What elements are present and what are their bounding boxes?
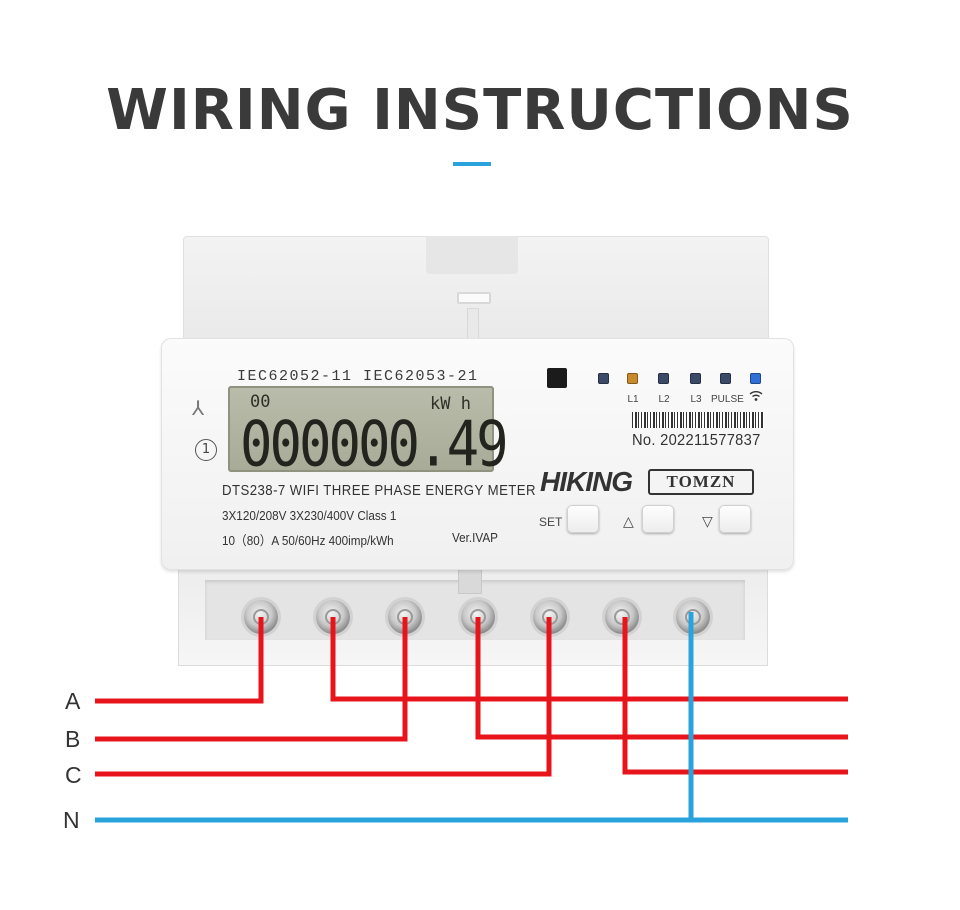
wire-label-a: A bbox=[65, 688, 81, 714]
brand-tomzn-logo: TOMZN bbox=[648, 469, 754, 495]
wire-label-c: C bbox=[65, 762, 82, 788]
wire-c-in bbox=[95, 617, 552, 777]
serial-number: No. 202211577837 bbox=[632, 432, 761, 449]
standards-text: IEC62052-11 IEC62053-21 bbox=[237, 368, 479, 385]
wire-label-b: B bbox=[65, 726, 81, 752]
wifi-icon bbox=[749, 391, 763, 401]
meter-top-notch bbox=[426, 236, 518, 274]
led-label-l1: L1 bbox=[627, 394, 639, 405]
down-icon: ▽ bbox=[702, 513, 713, 529]
page-title: WIRING INSTRUCTIONS bbox=[106, 78, 854, 143]
spec-line-2: 10（80）A 50/60Hz 400imp/kWh bbox=[222, 533, 394, 548]
lcd-display: 00 kW h 000000.49 bbox=[228, 386, 509, 480]
terminal-screw-6 bbox=[605, 600, 639, 634]
lcd-unit: kW h bbox=[430, 394, 471, 414]
meter-seal-slot bbox=[457, 292, 491, 304]
set-button[interactable] bbox=[567, 505, 599, 533]
spec-line-1: 3X120/208V 3X230/400V Class 1 bbox=[222, 508, 397, 523]
lcd-small-digits: 00 bbox=[250, 392, 271, 412]
led-l3 bbox=[690, 373, 701, 384]
set-button-label: SET bbox=[539, 515, 563, 529]
version-text: Ver.IVAP bbox=[452, 530, 498, 545]
barcode bbox=[632, 412, 764, 428]
title-underline bbox=[453, 162, 491, 166]
wire-b-out bbox=[475, 617, 848, 740]
down-button[interactable] bbox=[719, 505, 751, 533]
class-symbol: 1 bbox=[195, 439, 217, 461]
lcd-reading: 000000.49 bbox=[240, 408, 509, 481]
model-text: DTS238-7 WIFI THREE PHASE ENERGY METER bbox=[222, 482, 537, 499]
ir-sensor bbox=[547, 368, 567, 388]
up-button[interactable] bbox=[642, 505, 674, 533]
brand-hiking-logo: HIKING bbox=[540, 466, 633, 497]
led-wifi bbox=[750, 373, 761, 384]
wire-a-in bbox=[95, 617, 264, 704]
led-pulse bbox=[720, 373, 731, 384]
wire-b-in bbox=[95, 617, 408, 742]
wire-label-n: N bbox=[63, 807, 80, 833]
led-l1 bbox=[627, 373, 638, 384]
wire-c-out bbox=[622, 617, 848, 775]
led-status bbox=[598, 373, 609, 384]
wire-a-out bbox=[330, 617, 848, 702]
up-icon: △ bbox=[623, 513, 634, 529]
led-label-l3: L3 bbox=[690, 394, 702, 405]
led-label-l2: L2 bbox=[658, 394, 670, 405]
led-l2 bbox=[658, 373, 669, 384]
led-label-pulse: PULSE bbox=[711, 394, 744, 405]
three-phase-symbol-icon: ⅄ bbox=[192, 396, 205, 420]
